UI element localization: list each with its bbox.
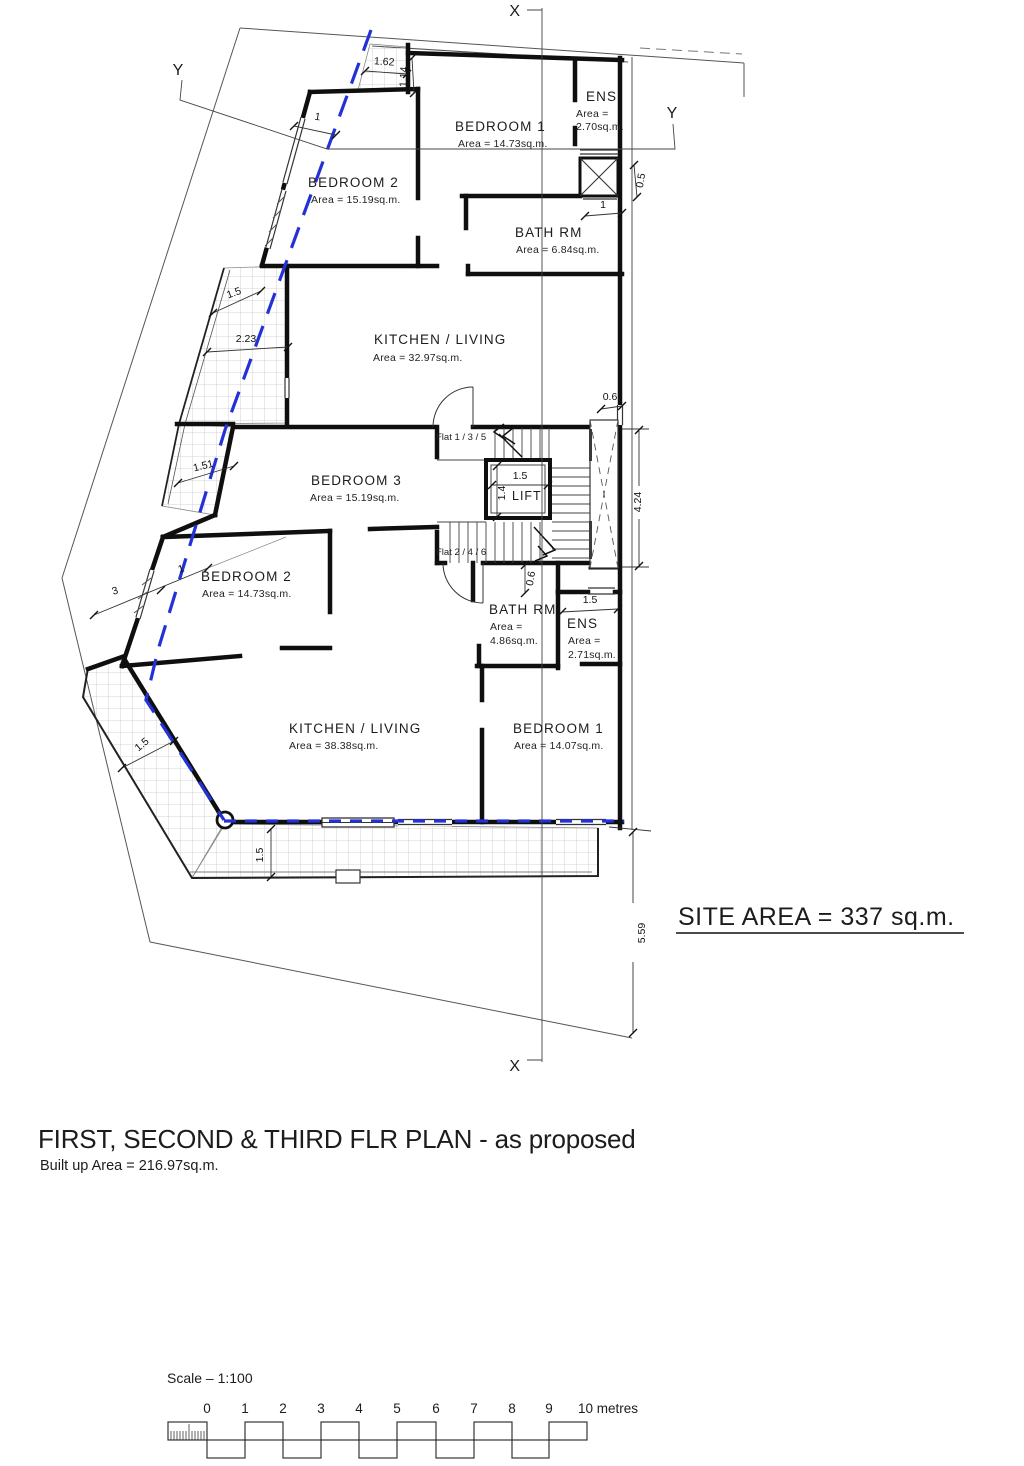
dim-stairwell-length: 4.24 <box>632 492 644 513</box>
dim-br2-lower-window: 1 <box>176 562 185 575</box>
dim-bath-lower-recess: 0.6 <box>524 570 538 587</box>
area-bath-upper: Area = 6.84sq.m. <box>516 244 599 256</box>
site-area-text: SITE AREA = 337 sq.m. <box>678 903 955 931</box>
section-y-left-label: Y <box>173 62 184 79</box>
area-kitchen-upper: Area = 32.97sq.m. <box>373 352 463 364</box>
room-kitchen-upper: KITCHEN / LIVING <box>374 332 506 347</box>
room-ens-lower: ENS <box>567 616 598 631</box>
area-bedroom1-upper: Area = 14.73sq.m. <box>458 138 548 150</box>
flat-lower-label: Flat 2 / 4 / 6 <box>436 547 486 558</box>
scale-bar-graphic <box>167 1421 588 1459</box>
scale-tick-1: 1 <box>241 1401 249 1416</box>
scale-tick-8: 8 <box>508 1401 516 1416</box>
terrace-step <box>335 869 361 884</box>
scale-end-label: 10 metres <box>578 1401 638 1416</box>
area-bedroom3: Area = 15.19sq.m. <box>310 492 400 504</box>
room-bath-upper: BATH RM <box>515 225 582 240</box>
section-y-right-label: Y <box>667 105 678 122</box>
dimensions: 1.62 1.14 0.5 1 1 1.5 2.23 1.51 3 1 1.5 … <box>89 53 652 1038</box>
area-bedroom1-lower: Area = 14.07sq.m. <box>514 740 604 752</box>
balcony-terrace-hatch <box>81 43 599 884</box>
scale-tick-3: 3 <box>317 1401 325 1416</box>
area-ens-lower-2: 2.71sq.m. <box>568 649 616 661</box>
room-ens-upper: ENS <box>586 89 617 104</box>
lift-label: LIFT <box>512 489 542 503</box>
scale-tick-0: 0 <box>203 1401 211 1416</box>
area-bedroom2-upper: Area = 15.19sq.m. <box>311 194 401 206</box>
dim-lift-width: 1.5 <box>513 470 528 482</box>
room-bedroom1-lower: BEDROOM 1 <box>513 721 604 736</box>
dim-balcony-length-2: 1.51 <box>192 458 215 475</box>
dim-bath-upper-door: 1 <box>600 199 606 211</box>
stair-core: Flat 1 / 3 / 5 Flat 2 / 4 / 6 LIFT <box>215 156 620 830</box>
area-kitchen-lower: Area = 38.38sq.m. <box>289 740 379 752</box>
dim-br2-lower-span: 3 <box>110 584 119 597</box>
scale-tick-6: 6 <box>432 1401 440 1416</box>
annotations: SITE AREA = 337 sq.m. FIRST, SECOND & TH… <box>38 903 964 1174</box>
door-arcs <box>432 386 484 604</box>
area-bedroom2-lower: Area = 14.73sq.m. <box>202 588 292 600</box>
room-bedroom2-lower: BEDROOM 2 <box>201 569 292 584</box>
dim-balcony-width: 1.5 <box>225 285 243 301</box>
area-ens-upper-1: Area = <box>576 108 608 120</box>
blue-section-line <box>144 29 624 823</box>
dim-top-balcony-depth: 1.14 <box>397 66 410 87</box>
dim-duct-right: 0.6 <box>603 391 618 403</box>
scale-tick-2: 2 <box>279 1401 287 1416</box>
area-bath-lower-1: Area = <box>490 621 522 633</box>
room-kitchen-lower: KITCHEN / LIVING <box>289 721 421 736</box>
dimension-ticks <box>89 53 644 1038</box>
room-labels: BEDROOM 1 Area = 14.73sq.m. ENS Area = 2… <box>201 89 624 752</box>
dim-br2-upper-window: 1 <box>314 111 322 124</box>
stair-treads <box>437 428 590 563</box>
section-x-bottom-label: X <box>509 1058 520 1075</box>
room-bath-lower: BATH RM <box>489 602 556 617</box>
scale-tick-4: 4 <box>355 1401 363 1416</box>
dim-ens-lower-width: 1.5 <box>583 594 598 606</box>
scale-label: Scale – 1:100 <box>167 1370 253 1386</box>
section-x-top-label: X <box>509 3 520 20</box>
room-bedroom1-upper: BEDROOM 1 <box>455 119 546 134</box>
dim-terrace-depth: 1.5 <box>254 848 266 863</box>
section-lines: X X Y Y <box>173 3 678 1075</box>
louvre-hatch-icon <box>264 195 286 247</box>
scale-tick-7: 7 <box>470 1401 478 1416</box>
area-bath-lower-2: 4.86sq.m. <box>490 635 538 647</box>
built-up-area-text: Built up Area = 216.97sq.m. <box>40 1158 219 1174</box>
stair-direction-arrows <box>492 423 557 562</box>
dim-top-balcony-width: 1.62 <box>374 55 395 68</box>
area-ens-lower-1: Area = <box>568 635 600 647</box>
room-bedroom2-upper: BEDROOM 2 <box>308 175 399 190</box>
area-ens-upper-2: 2.70sq.m. <box>576 121 624 133</box>
dim-duct-top: 0.5 <box>634 172 648 189</box>
scale-tick-5: 5 <box>393 1401 401 1416</box>
dim-balcony-length: 2.23 <box>236 333 257 345</box>
drawing-title: FIRST, SECOND & THIRD FLR PLAN - as prop… <box>38 1124 636 1154</box>
dim-rear-setback: 5.59 <box>636 923 648 944</box>
scale-bar: Scale – 1:100 0 1 2 3 4 5 6 7 8 9 10 met… <box>167 1370 638 1459</box>
flat-upper-label: Flat 1 / 3 / 5 <box>436 432 486 443</box>
scale-tick-9: 9 <box>545 1401 553 1416</box>
room-bedroom3: BEDROOM 3 <box>311 473 402 488</box>
dim-lift-depth: 1.4 <box>496 486 508 501</box>
